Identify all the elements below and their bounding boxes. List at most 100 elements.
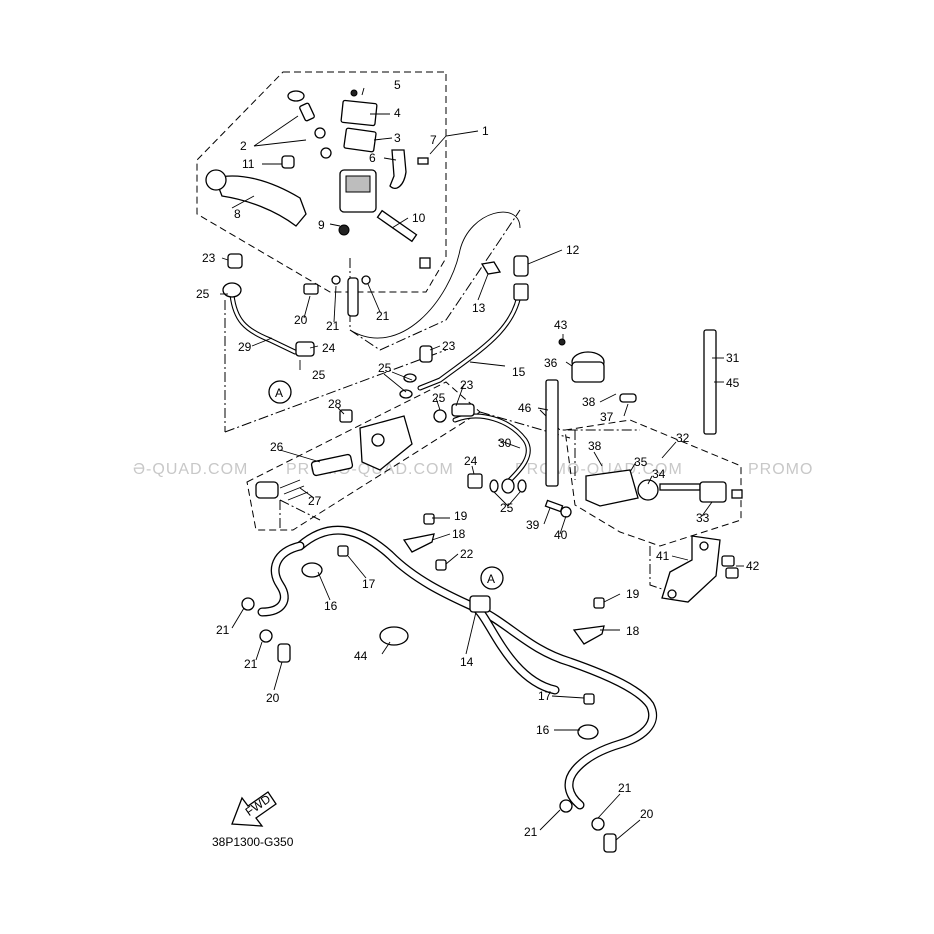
clamp-16a (301, 562, 323, 578)
callout-20a: 20 (294, 313, 308, 327)
callout-25d: 25 (432, 391, 446, 405)
clamp-44 (379, 626, 409, 646)
callout-22: 22 (460, 547, 474, 561)
piston-26 (310, 453, 354, 477)
washer-21f (591, 817, 605, 831)
callout-10: 10 (412, 211, 426, 225)
brake-hose-main-inner (296, 527, 656, 809)
rear-master-group-box (564, 419, 742, 547)
clip-18b (572, 625, 605, 645)
callout-17a: 17 (362, 577, 376, 591)
callout-9: 9 (318, 218, 325, 232)
callout-28: 28 (328, 397, 342, 411)
callout-12: 12 (566, 243, 580, 257)
screw-7 (417, 157, 429, 165)
bolt-17b (583, 693, 595, 705)
callout-38b: 38 (588, 439, 602, 453)
caliper-port (371, 433, 385, 447)
callout-25b: 25 (312, 368, 326, 382)
callout-38a: 38 (582, 395, 596, 409)
washer-21a (331, 275, 341, 285)
bolt-20c (603, 833, 617, 853)
callout-20c: 20 (640, 807, 654, 821)
bolt-20b (277, 643, 291, 663)
brake-lever-knob (205, 169, 227, 191)
master-cylinder-window (345, 175, 371, 193)
brake-hose-left-inner (258, 542, 304, 616)
washer-21d (259, 629, 273, 643)
clevis-33 (699, 481, 727, 503)
callout-7: 7 (430, 133, 437, 147)
callout-14: 14 (460, 655, 474, 669)
callout-20b: 20 (266, 691, 280, 705)
bolt-17a (337, 545, 349, 557)
union-25 (501, 478, 515, 494)
callout-2: 2 (240, 139, 247, 153)
washer-25d (489, 479, 499, 493)
callout-19b: 19 (626, 587, 640, 601)
clip-13 (480, 261, 502, 275)
bolt-39 (544, 499, 564, 513)
callout-3: 3 (394, 131, 401, 145)
callout-4: 4 (394, 106, 401, 120)
bolt-19a (423, 513, 435, 525)
brake-hose-15 (417, 287, 523, 391)
watermark-left: Ə-QUAD.COM (133, 461, 248, 478)
hose-12-end (513, 283, 529, 301)
screw-43 (558, 338, 566, 346)
callout-25e: 25 (500, 501, 514, 515)
bolt-11 (281, 155, 295, 169)
callout-31: 31 (726, 351, 740, 365)
nut-9 (338, 224, 350, 236)
callout-23c: 23 (460, 378, 474, 392)
diagram-code: 38P1300-G350 (212, 835, 294, 849)
washer-25e (517, 479, 527, 493)
pin-33 (731, 489, 743, 499)
callout-24a: 24 (322, 341, 336, 355)
callout-16a: 16 (324, 599, 338, 613)
bolt-42a (721, 555, 735, 567)
hose-union (347, 277, 359, 317)
bracket-hole-2 (667, 589, 677, 599)
callout-21e: 21 (524, 825, 538, 839)
washer-21c (241, 597, 255, 611)
dashdot-line-3 (349, 209, 521, 351)
callout-37: 37 (600, 410, 614, 424)
rear-caliper (359, 415, 413, 471)
bolt-23c (451, 403, 475, 417)
callout-23a: 23 (202, 251, 216, 265)
watermark-right: PROMO (748, 461, 813, 478)
callout-35: 35 (634, 455, 648, 469)
callout-16b: 16 (536, 723, 550, 737)
washer-40 (560, 506, 572, 518)
callout-11: 11 (242, 157, 255, 171)
dashdot-line-6 (649, 546, 666, 591)
callout-25c: 25 (378, 361, 392, 375)
callout-39: 39 (526, 518, 540, 532)
rear-caliper-group-box (246, 381, 481, 531)
hose-37 (619, 393, 637, 403)
callout-21d: 21 (244, 657, 258, 671)
master-cylinder-group-box (196, 71, 447, 293)
washer-25c (433, 409, 447, 423)
seal-2b (320, 147, 332, 159)
callout-32: 32 (676, 431, 690, 445)
cable-thin (349, 211, 521, 339)
view-marker-a-1 (268, 380, 292, 404)
brake-hose-main (295, 525, 658, 810)
callout-6: 6 (369, 151, 376, 165)
seal-2a (287, 90, 305, 102)
bolt-24b (467, 473, 483, 489)
bolt-23 (227, 253, 243, 269)
hose-12-fitting (513, 255, 529, 277)
callout-45: 45 (726, 376, 740, 390)
callout-36: 36 (544, 356, 558, 370)
view-marker-a-2-label: A (487, 572, 495, 586)
callout-19a: 19 (454, 509, 468, 523)
push-rod-35 (659, 483, 701, 491)
dashdot-line-1 (224, 349, 447, 433)
brake-hose-branch-inner (474, 606, 559, 694)
bolt-42b (725, 567, 739, 579)
callout-13: 13 (472, 301, 486, 315)
view-marker-a-2 (480, 566, 504, 590)
